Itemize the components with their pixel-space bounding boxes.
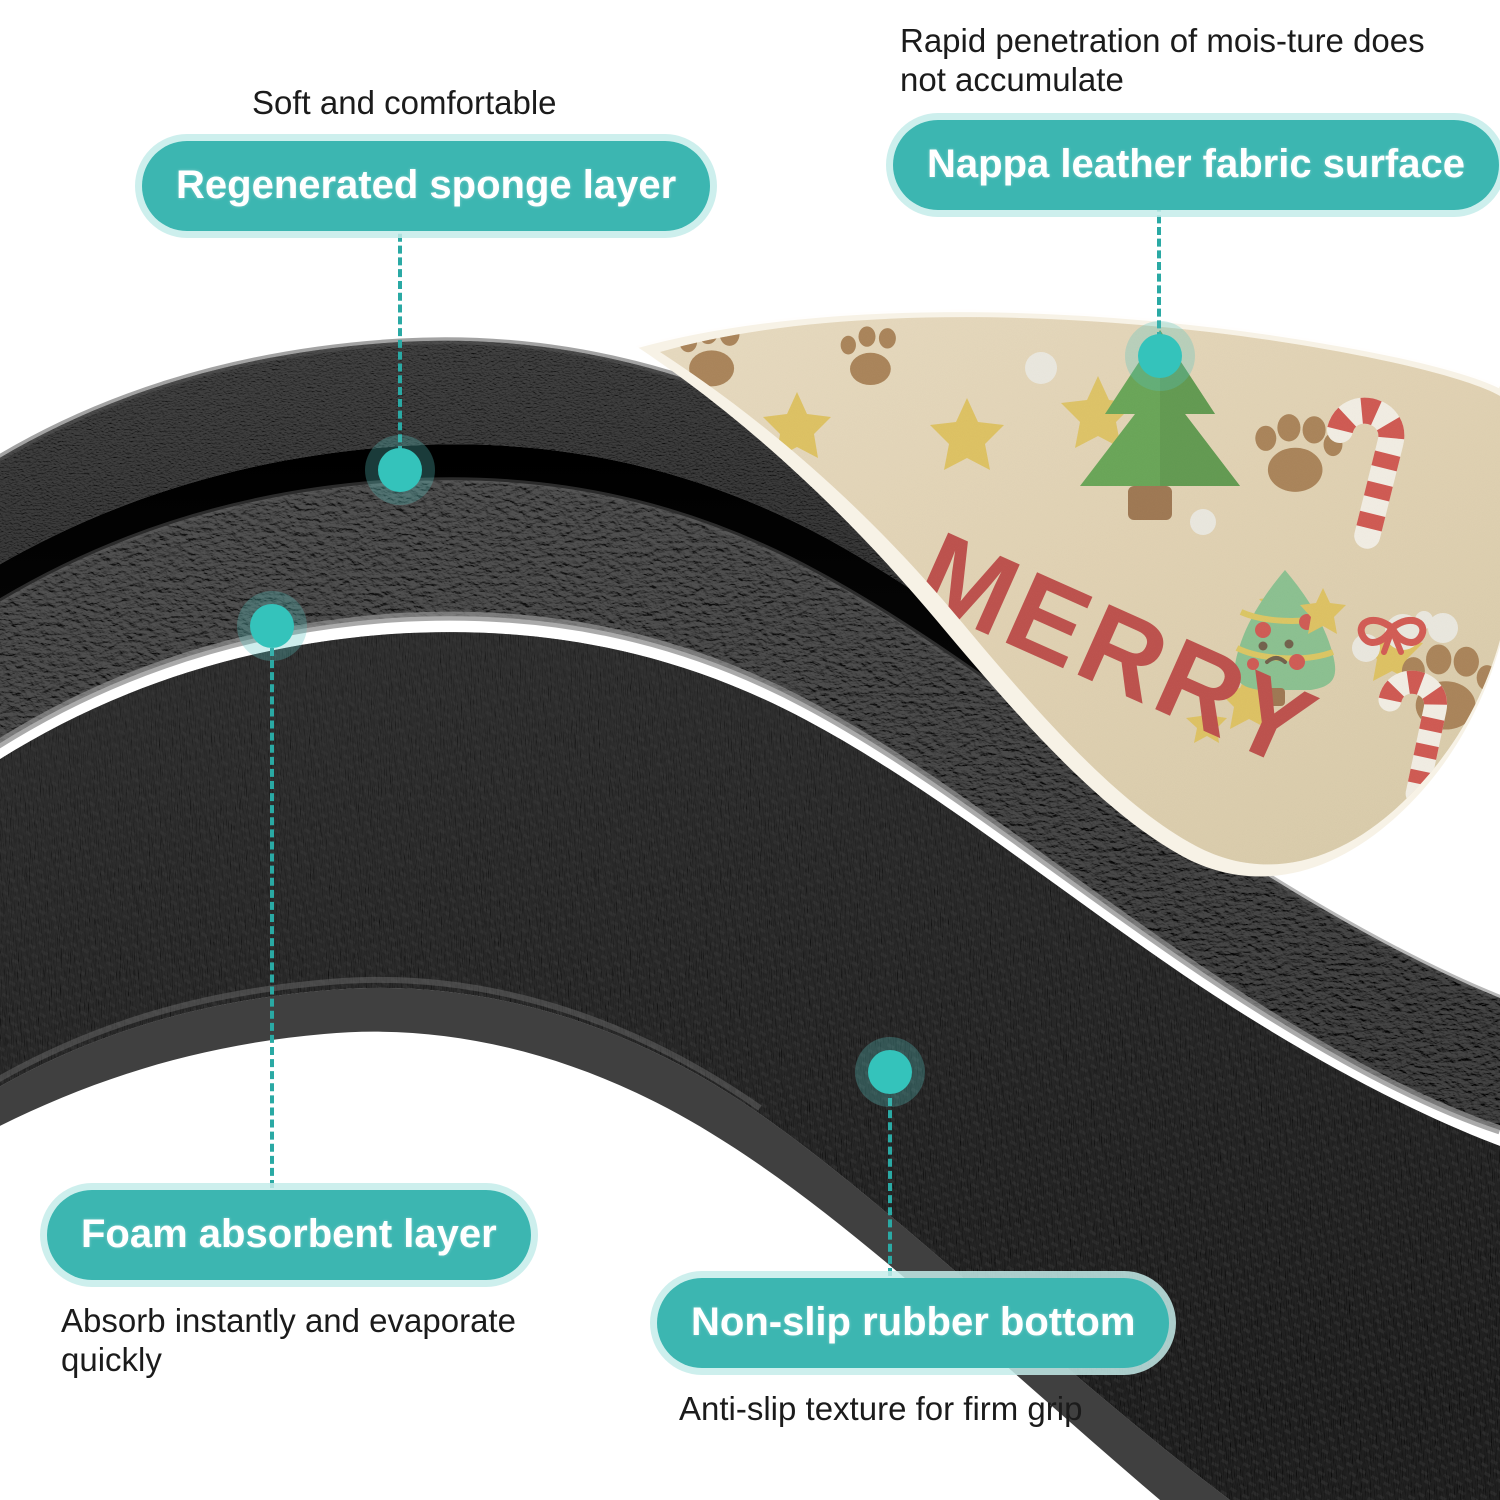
callout-sponge-subtext: Soft and comfortable	[252, 84, 557, 121]
callout-foam-label[interactable]: Foam absorbent layer	[47, 1190, 531, 1280]
callout-rubber-label[interactable]: Non-slip rubber bottom	[657, 1278, 1170, 1368]
anchor-dot-sponge[interactable]	[378, 448, 422, 492]
leader-line-foam	[270, 648, 274, 1188]
callout-nappa: Rapid penetration of mois-ture does not …	[893, 22, 1499, 210]
callout-foam-subtext: Absorb instantly and evaporate quickly	[61, 1302, 516, 1378]
callout-nappa-subtext: Rapid penetration of mois-ture does not …	[900, 22, 1425, 98]
anchor-dot-foam[interactable]	[250, 604, 294, 648]
callout-sponge-label[interactable]: Regenerated sponge layer	[142, 140, 711, 231]
anchor-dot-nappa[interactable]	[1138, 334, 1182, 378]
callout-nappa-label[interactable]: Nappa leather fabric surface	[893, 119, 1499, 210]
callout-rubber: Non-slip rubber bottom Anti-slip texture…	[657, 1278, 1170, 1429]
callout-foam: Foam absorbent layer Absorb instantly an…	[47, 1190, 531, 1380]
leader-line-rubber	[888, 1098, 892, 1276]
anchor-dot-rubber[interactable]	[868, 1050, 912, 1094]
leader-line-nappa	[1157, 192, 1161, 340]
callout-sponge: Soft and comfortable Regenerated sponge …	[142, 84, 711, 231]
leader-line-sponge	[398, 222, 402, 454]
foam-rubber-seam	[0, 611, 1500, 1135]
callout-rubber-subtext: Anti-slip texture for firm grip	[679, 1390, 1083, 1427]
foam-layer-shape	[0, 477, 1500, 1130]
nappa-surface-flap: MERRY	[635, 307, 1500, 877]
